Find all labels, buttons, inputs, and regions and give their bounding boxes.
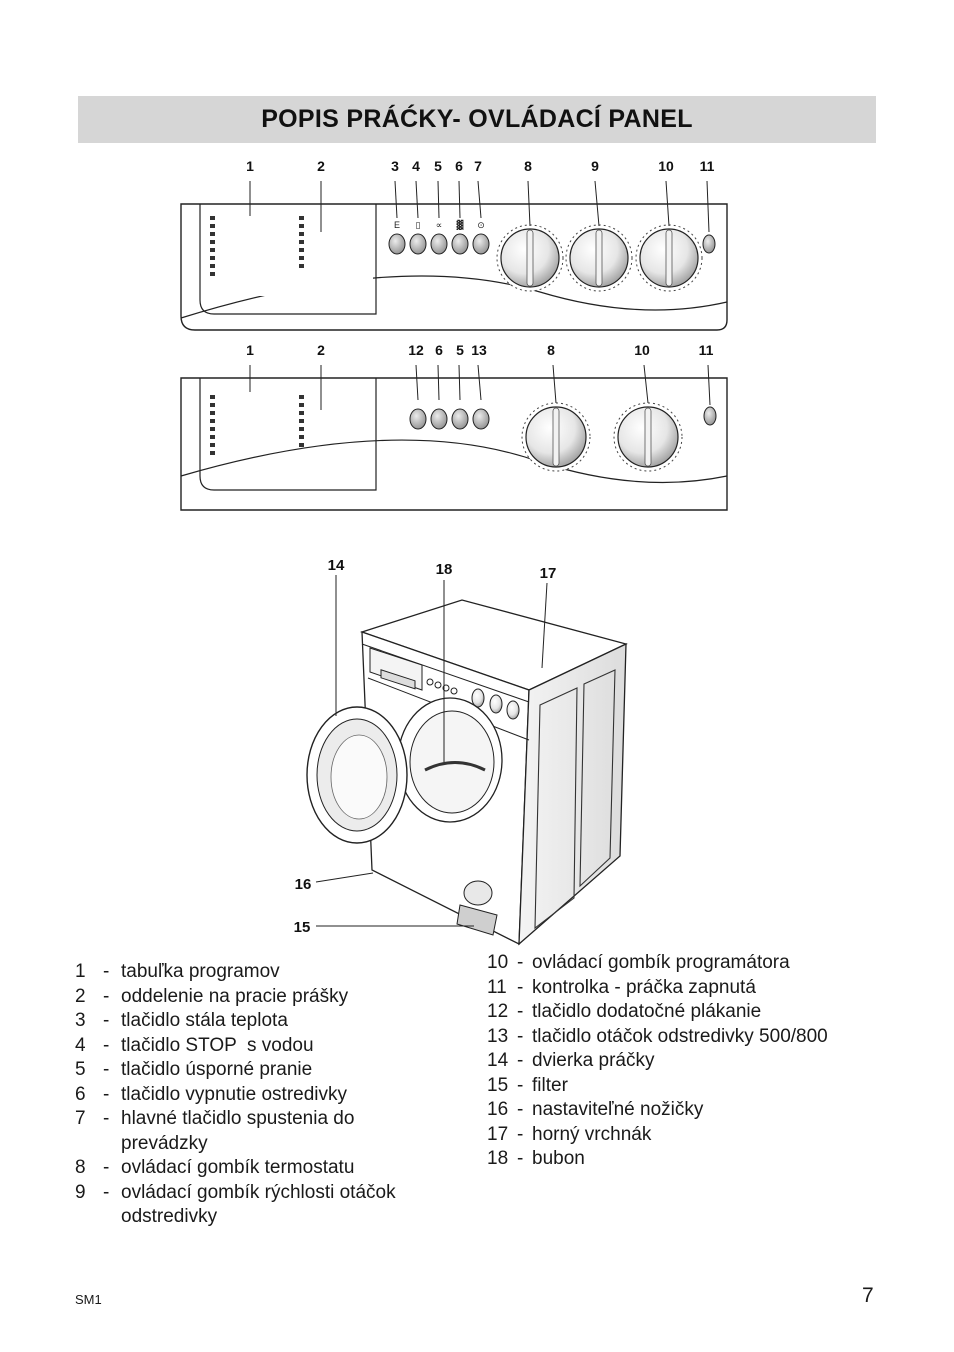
knob-spin-speed-top xyxy=(565,224,633,292)
legend-item: 7-hlavné tlačidlo spustenia do xyxy=(75,1108,355,1129)
symbol-e: E xyxy=(394,220,400,230)
symbol-spin: ▓ xyxy=(457,219,464,231)
leader-lines-bottom xyxy=(249,364,711,410)
leader-lines-machine xyxy=(315,575,548,927)
legend-item: 3-tlačidlo stála teplota xyxy=(75,1010,288,1031)
page-title: POPIS PRÁĆKY- OVLÁDACÍ PANEL xyxy=(261,105,693,133)
washing-machine-illustration: 14 18 17 16 15 xyxy=(294,557,628,946)
callout-18: 18 xyxy=(436,561,453,578)
legend-item: 4-tlačidlo STOP s vodou xyxy=(75,1034,314,1056)
control-panel-bottom: 1 2 12 6 5 13 8 10 11 xyxy=(180,342,728,511)
button-spin-500-800 xyxy=(472,408,490,430)
callouts-bottom: 1 2 12 6 5 13 8 10 11 xyxy=(246,342,714,358)
callout-14: 14 xyxy=(328,557,345,574)
power-indicator-bottom xyxy=(703,406,717,426)
callout-6: 6 xyxy=(455,158,463,174)
legend-item: 8-ovládací gombík termostatu xyxy=(75,1157,355,1178)
button-stable-temperature xyxy=(388,233,406,255)
symbol-power: ⊙ xyxy=(477,221,485,231)
buttons-top: E ▯ ∝ ▓ ⊙ xyxy=(388,219,490,255)
knob-thermostat-top xyxy=(496,224,564,292)
callout-6b: 6 xyxy=(435,342,443,358)
callout-1: 1 xyxy=(246,158,254,174)
callout-3: 3 xyxy=(391,158,399,174)
callout-1b: 1 xyxy=(246,342,254,358)
callout-9: 9 xyxy=(591,158,599,174)
callout-16: 16 xyxy=(295,876,312,893)
button-spin-off xyxy=(451,233,469,255)
knob-programmer-top xyxy=(635,224,703,292)
program-table-bottom xyxy=(210,395,304,455)
legend-right: 10-ovládací gombík programátora 11-kontr… xyxy=(487,951,828,1172)
callout-5b: 5 xyxy=(456,342,464,358)
callout-11b: 11 xyxy=(699,342,714,358)
legend-item: 9-ovládací gombík rýchlosti otáčok xyxy=(75,1181,396,1203)
callout-2b: 2 xyxy=(317,342,325,358)
callout-12: 12 xyxy=(408,342,424,358)
legend-item: 1-tabuľka programov xyxy=(75,961,280,982)
legend-item: 10-ovládací gombík programátora xyxy=(487,952,790,973)
callout-8: 8 xyxy=(524,158,532,174)
callout-13: 13 xyxy=(471,342,487,358)
program-table xyxy=(210,216,304,276)
buttons-bottom xyxy=(409,408,490,430)
leader-lines-top xyxy=(249,180,710,233)
filter-hatch xyxy=(456,880,498,936)
button-stop-with-water xyxy=(409,233,427,255)
control-panel-top: E ▯ ∝ ▓ ⊙ xyxy=(180,158,728,331)
legend-item: 13-tlačidlo otáčok odstredivky 500/800 xyxy=(487,1025,828,1047)
legend-item: 18-bubon xyxy=(487,1148,585,1169)
callout-10: 10 xyxy=(658,158,674,174)
callout-10b: 10 xyxy=(634,342,650,358)
title-bar: POPIS PRÁĆKY- OVLÁDACÍ PANEL xyxy=(78,96,876,143)
legend-item-continuation: odstredivky xyxy=(121,1206,218,1227)
button-extra-rinse xyxy=(409,408,427,430)
legend-item-continuation: prevádzky xyxy=(121,1132,208,1154)
power-indicator-top xyxy=(702,234,716,254)
callouts-top: 1 2 3 4 5 6 7 8 9 10 11 xyxy=(246,158,715,174)
callout-4: 4 xyxy=(412,158,420,174)
legend-item: 12-tlačidlo dodatočné plákanie xyxy=(487,1001,762,1022)
button-main-start xyxy=(472,233,490,255)
legend-item: 17-horný vrchnák xyxy=(487,1123,652,1145)
callout-17: 17 xyxy=(540,565,557,582)
legend-item: 11-kontrolka - práčka zapnutá xyxy=(487,976,756,998)
legend-item: 15-filter xyxy=(487,1074,568,1096)
page-number: 7 xyxy=(862,1284,874,1307)
legend-item: 16-nastaviteľné nožičky xyxy=(487,1099,704,1120)
symbol-eco: ∝ xyxy=(436,221,442,231)
button-spin-off-bottom xyxy=(430,408,448,430)
callouts-machine: 14 18 17 16 15 xyxy=(294,557,557,936)
legend-item: 5-tlačidlo úsporné pranie xyxy=(75,1059,313,1080)
legend-item: 14-dvierka práčky xyxy=(487,1050,655,1071)
callout-8b: 8 xyxy=(547,342,555,358)
knob-thermostat-bottom xyxy=(521,402,591,472)
callout-2: 2 xyxy=(317,158,325,174)
knob-programmer-bottom xyxy=(613,402,683,472)
legend-left: 1-tabuľka programov 2-oddelenie na praci… xyxy=(75,960,396,1230)
button-eco-wash-bottom xyxy=(451,408,469,430)
document-code: SM1 xyxy=(75,1292,102,1307)
legend-item: 2-oddelenie na pracie prášky xyxy=(75,985,349,1007)
callout-7: 7 xyxy=(474,158,482,174)
button-eco-wash xyxy=(430,233,448,255)
callout-11: 11 xyxy=(700,158,715,174)
callout-15: 15 xyxy=(294,919,311,936)
symbol-tub: ▯ xyxy=(416,221,421,231)
legend-item: 6-tlačidlo vypnutie ostredivky xyxy=(75,1083,347,1105)
callout-5: 5 xyxy=(434,158,442,174)
